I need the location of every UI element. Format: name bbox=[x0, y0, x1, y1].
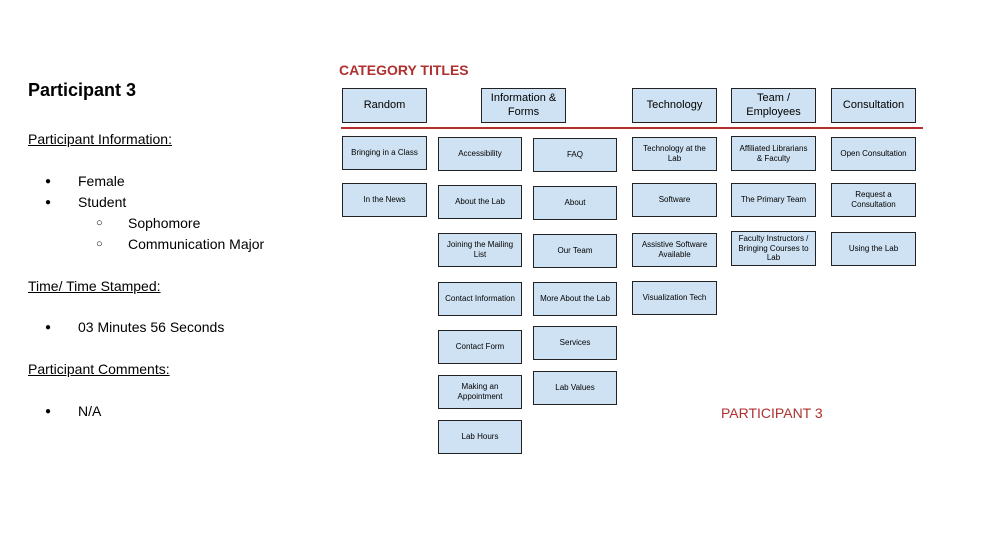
card-faq[interactable]: FAQ bbox=[533, 138, 617, 172]
bullet-icon: ● bbox=[45, 406, 52, 417]
card-lab-hours[interactable]: Lab Hours bbox=[438, 420, 522, 454]
card-assistive-software-available[interactable]: Assistive Software Available bbox=[632, 233, 717, 267]
bullet-icon: ● bbox=[45, 197, 52, 208]
card-faculty-instructors[interactable]: Faculty Instructors / Bringing Courses t… bbox=[731, 231, 816, 266]
category-divider bbox=[341, 127, 923, 129]
sub-bullet-icon: ○ bbox=[96, 217, 103, 229]
info-item-gender: Female bbox=[78, 173, 125, 189]
card-accessibility[interactable]: Accessibility bbox=[438, 137, 522, 171]
card-more-about-the-lab[interactable]: More About the Lab bbox=[533, 282, 617, 316]
card-bringing-in-a-class[interactable]: Bringing in a Class bbox=[342, 136, 427, 170]
card-our-team[interactable]: Our Team bbox=[533, 234, 617, 268]
card-technology-at-the-lab[interactable]: Technology at the Lab bbox=[632, 137, 717, 171]
bullet-icon: ● bbox=[45, 322, 52, 333]
card-affiliated-librarians-faculty[interactable]: Affiliated Librarians & Faculty bbox=[731, 136, 816, 171]
category-header-information-forms[interactable]: Information & Forms bbox=[481, 88, 566, 123]
card-about[interactable]: About bbox=[533, 186, 617, 220]
participant-info-heading: Participant Information: bbox=[28, 131, 172, 147]
bullet-icon: ● bbox=[45, 176, 52, 187]
category-header-team-employees[interactable]: Team / Employees bbox=[731, 88, 816, 123]
category-titles-label: CATEGORY TITLES bbox=[339, 62, 469, 78]
sub-bullet-icon: ○ bbox=[96, 238, 103, 250]
card-lab-values[interactable]: Lab Values bbox=[533, 371, 617, 405]
card-services[interactable]: Services bbox=[533, 326, 617, 360]
card-using-the-lab[interactable]: Using the Lab bbox=[831, 232, 916, 266]
category-header-technology[interactable]: Technology bbox=[632, 88, 717, 123]
card-the-primary-team[interactable]: The Primary Team bbox=[731, 183, 816, 217]
sub-item-year: Sophomore bbox=[128, 215, 201, 231]
card-in-the-news[interactable]: In the News bbox=[342, 183, 427, 217]
category-header-random[interactable]: Random bbox=[342, 88, 427, 123]
info-item-role: Student bbox=[78, 194, 127, 210]
card-making-an-appointment[interactable]: Making an Appointment bbox=[438, 375, 522, 409]
participant-label: PARTICIPANT 3 bbox=[721, 405, 823, 421]
card-visualization-tech[interactable]: Visualization Tech bbox=[632, 281, 717, 315]
card-joining-the-mailing-list[interactable]: Joining the Mailing List bbox=[438, 233, 522, 267]
card-software[interactable]: Software bbox=[632, 183, 717, 217]
category-header-consultation[interactable]: Consultation bbox=[831, 88, 916, 123]
comments-heading: Participant Comments: bbox=[28, 361, 170, 377]
participant-title: Participant 3 bbox=[28, 80, 137, 100]
comments-value: N/A bbox=[78, 403, 102, 419]
card-open-consultation[interactable]: Open Consultation bbox=[831, 137, 916, 171]
time-heading: Time/ Time Stamped: bbox=[28, 278, 161, 294]
card-contact-form[interactable]: Contact Form bbox=[438, 330, 522, 364]
sub-item-major: Communication Major bbox=[128, 236, 265, 252]
card-contact-information[interactable]: Contact Information bbox=[438, 282, 522, 316]
card-about-the-lab[interactable]: About the Lab bbox=[438, 185, 522, 219]
time-value: 03 Minutes 56 Seconds bbox=[78, 319, 225, 335]
card-request-a-consultation[interactable]: Request a Consultation bbox=[831, 183, 916, 217]
